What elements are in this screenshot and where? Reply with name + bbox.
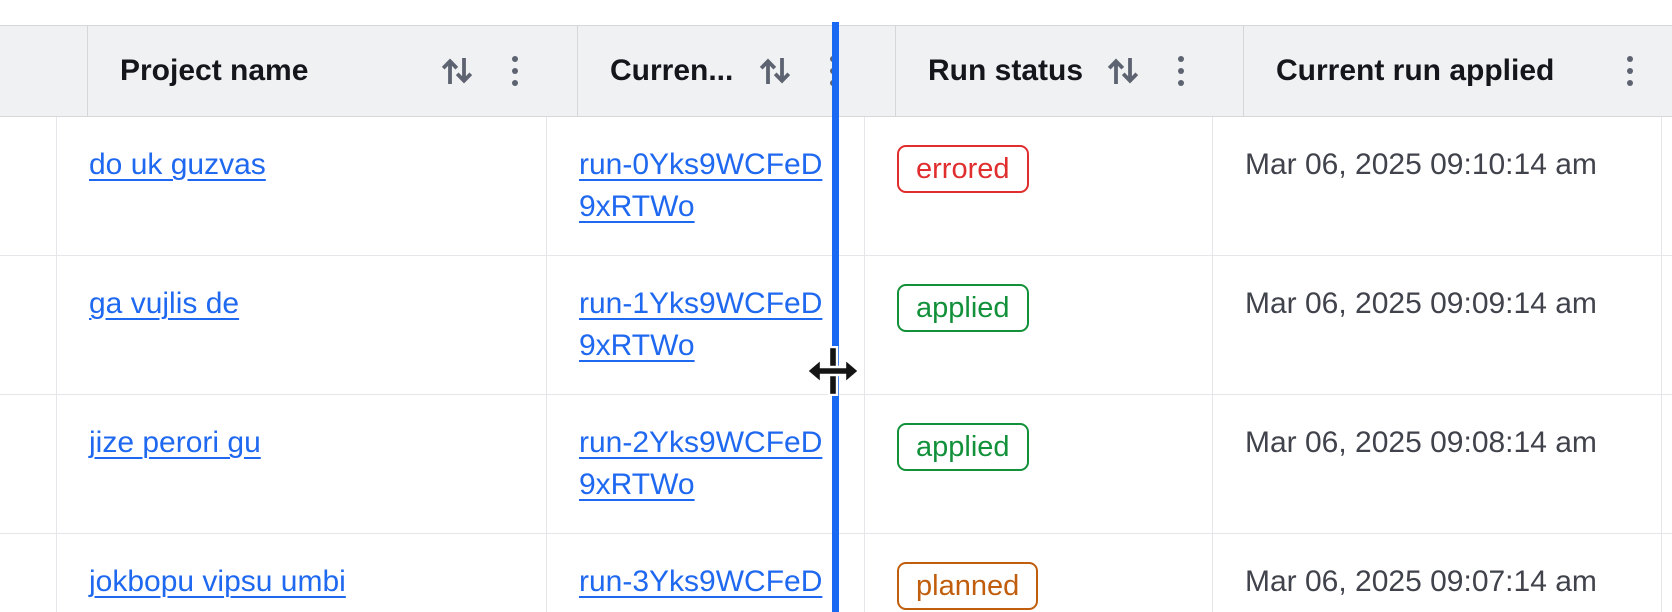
applied-timestamp: Mar 06, 2025 09:07:14 am [1245,565,1597,598]
cell-sliver [0,395,57,533]
sort-arrows-icon[interactable] [756,51,794,91]
cell-run-status: errored [865,117,1213,255]
status-badge: applied [897,423,1029,471]
cell-current-run: run-1Yks9WCFeD9xRTWo [547,256,865,394]
kebab-menu-icon[interactable] [1623,50,1637,92]
run-link[interactable]: run-0Yks9WCFeD9xRTWo [579,148,823,223]
kebab-menu-icon[interactable] [508,50,522,92]
project-link[interactable]: ga vujlis de [89,287,240,320]
cell-extra-cut-off: e [1662,117,1672,255]
column-header-sliver [0,26,88,116]
sort-arrows-icon[interactable] [438,51,476,91]
cell-extra-cut-off: e [1662,534,1672,612]
cell-current-run-applied: Mar 06, 2025 09:09:14 am [1213,256,1662,394]
applied-timestamp: Mar 06, 2025 09:10:14 am [1245,148,1597,181]
cell-run-status: applied [865,395,1213,533]
cell-project-name: do uk guzvas [57,117,547,255]
column-resize-cursor-icon [805,345,861,401]
column-header-current-run[interactable]: Curren... [578,26,896,116]
project-link[interactable]: jize perori gu [89,426,261,459]
column-header-run-status[interactable]: Run status [896,26,1244,116]
cell-project-name: jokbopu vipsu umbi [57,534,547,612]
cell-project-name: jize perori gu [57,395,547,533]
project-link[interactable]: jokbopu vipsu umbi [89,565,346,598]
kebab-menu-icon[interactable] [1174,50,1188,92]
cell-current-run-applied: Mar 06, 2025 09:08:14 am [1213,395,1662,533]
column-header-label: Curren... [610,54,734,87]
column-header-project-name[interactable]: Project name [88,26,578,116]
cell-sliver [0,534,57,612]
run-link[interactable]: run-2Yks9WCFeD9xRTWo [579,426,823,501]
cell-current-run: run-2Yks9WCFeD9xRTWo [547,395,865,533]
status-badge: applied [897,284,1029,332]
cell-current-run-applied: Mar 06, 2025 09:07:14 am [1213,534,1662,612]
cell-sliver [0,256,57,394]
cell-run-status: planned [865,534,1213,612]
column-resize-guide[interactable] [832,22,839,612]
cell-current-run: run-3Yks9WCFeD9xRTWo [547,534,865,612]
run-link[interactable]: run-1Yks9WCFeD9xRTWo [579,287,823,362]
sort-arrows-icon[interactable] [1104,51,1142,91]
cell-current-run-applied: Mar 06, 2025 09:10:14 am [1213,117,1662,255]
run-link[interactable]: run-3Yks9WCFeD9xRTWo [579,565,823,612]
applied-timestamp: Mar 06, 2025 09:09:14 am [1245,287,1597,320]
column-header-label: Current run applied [1276,54,1555,87]
cell-current-run: run-0Yks9WCFeD9xRTWo [547,117,865,255]
column-header-label: Project name [120,54,309,87]
status-badge: errored [897,145,1029,193]
column-header-current-run-applied[interactable]: Current run applied [1244,26,1672,116]
cell-extra-cut-off: e [1662,395,1672,533]
cell-run-status: applied [865,256,1213,394]
status-badge: planned [897,562,1039,610]
cell-project-name: ga vujlis de [57,256,547,394]
applied-timestamp: Mar 06, 2025 09:08:14 am [1245,426,1597,459]
cell-extra-cut-off: e [1662,256,1672,394]
cell-sliver [0,117,57,255]
column-header-label: Run status [928,54,1084,87]
project-link[interactable]: do uk guzvas [89,148,266,181]
